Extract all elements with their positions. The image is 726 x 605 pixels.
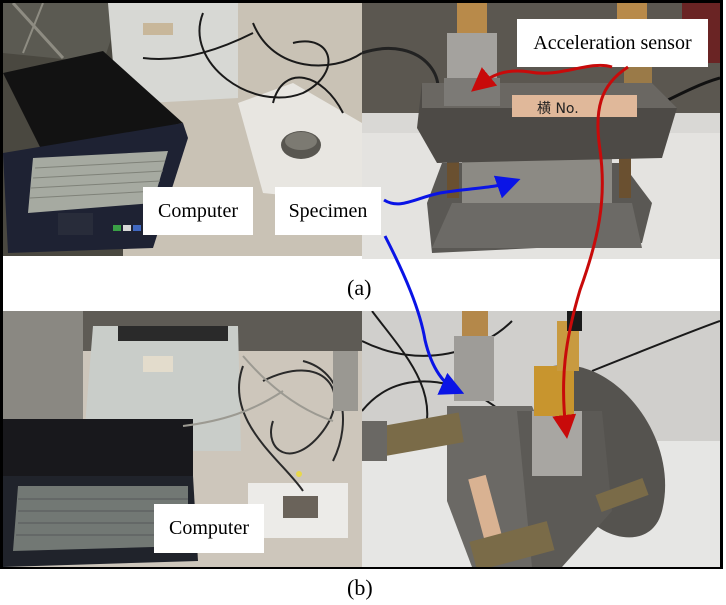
caption-a: (a) — [347, 275, 372, 300]
photo-a-computer-setup — [3, 0, 362, 256]
label-computer-b: Computer — [154, 504, 264, 553]
photo-b-specimen-closeup — [362, 311, 720, 569]
caption-b: (b) — [347, 575, 373, 600]
svg-text:横 No.: 横 No. — [537, 101, 579, 117]
label-specimen: Specimen — [275, 187, 381, 235]
figure-frame — [0, 0, 723, 569]
label-computer-a: Computer — [143, 187, 253, 235]
label-acceleration-sensor: Acceleration sensor — [517, 19, 708, 67]
